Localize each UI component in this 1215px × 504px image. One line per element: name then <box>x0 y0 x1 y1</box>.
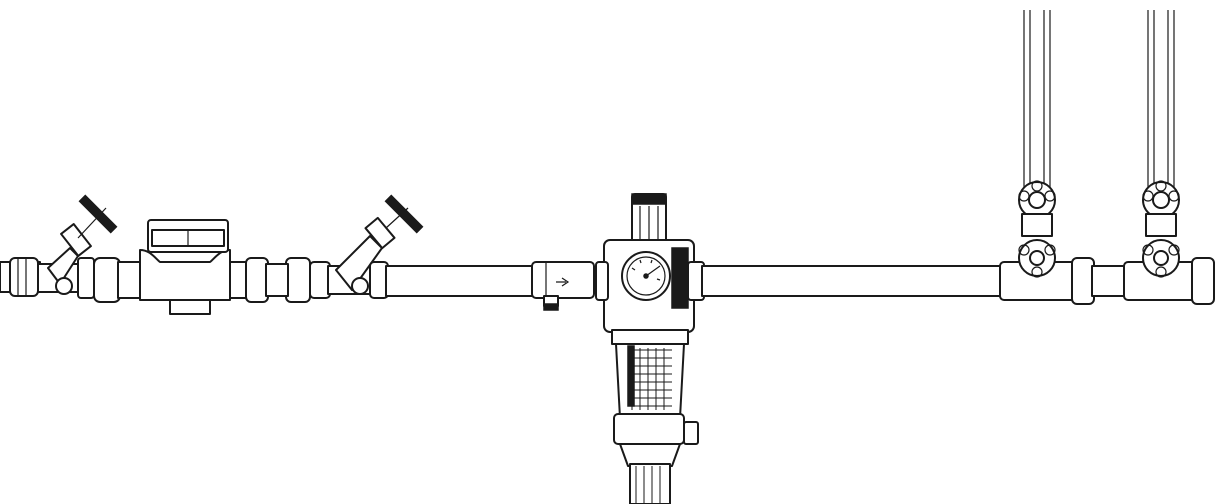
handwheel-icon <box>384 194 424 234</box>
flow-arrow-icon <box>556 277 570 287</box>
pipe-stub-left <box>0 257 41 297</box>
pressure-reducing-filter <box>595 193 705 504</box>
handwheel-icon <box>1142 239 1180 278</box>
handwheel-icon <box>78 194 118 234</box>
handwheel-icon <box>1018 239 1056 278</box>
drain-fitting <box>531 261 595 311</box>
isolation-valve-inlet <box>37 194 118 299</box>
handwheel-icon <box>1142 180 1180 219</box>
pressure-gauge-icon <box>621 251 671 301</box>
tee-valve-pair-left <box>999 10 1129 305</box>
straight-pipe-long <box>701 265 1003 297</box>
water-meter <box>93 219 311 315</box>
isolation-valve-outlet <box>309 194 424 299</box>
straight-pipe <box>385 265 535 297</box>
tee-valve-pair-right <box>1123 10 1215 305</box>
handwheel-icon <box>1018 180 1056 219</box>
filter-mesh <box>627 345 672 410</box>
